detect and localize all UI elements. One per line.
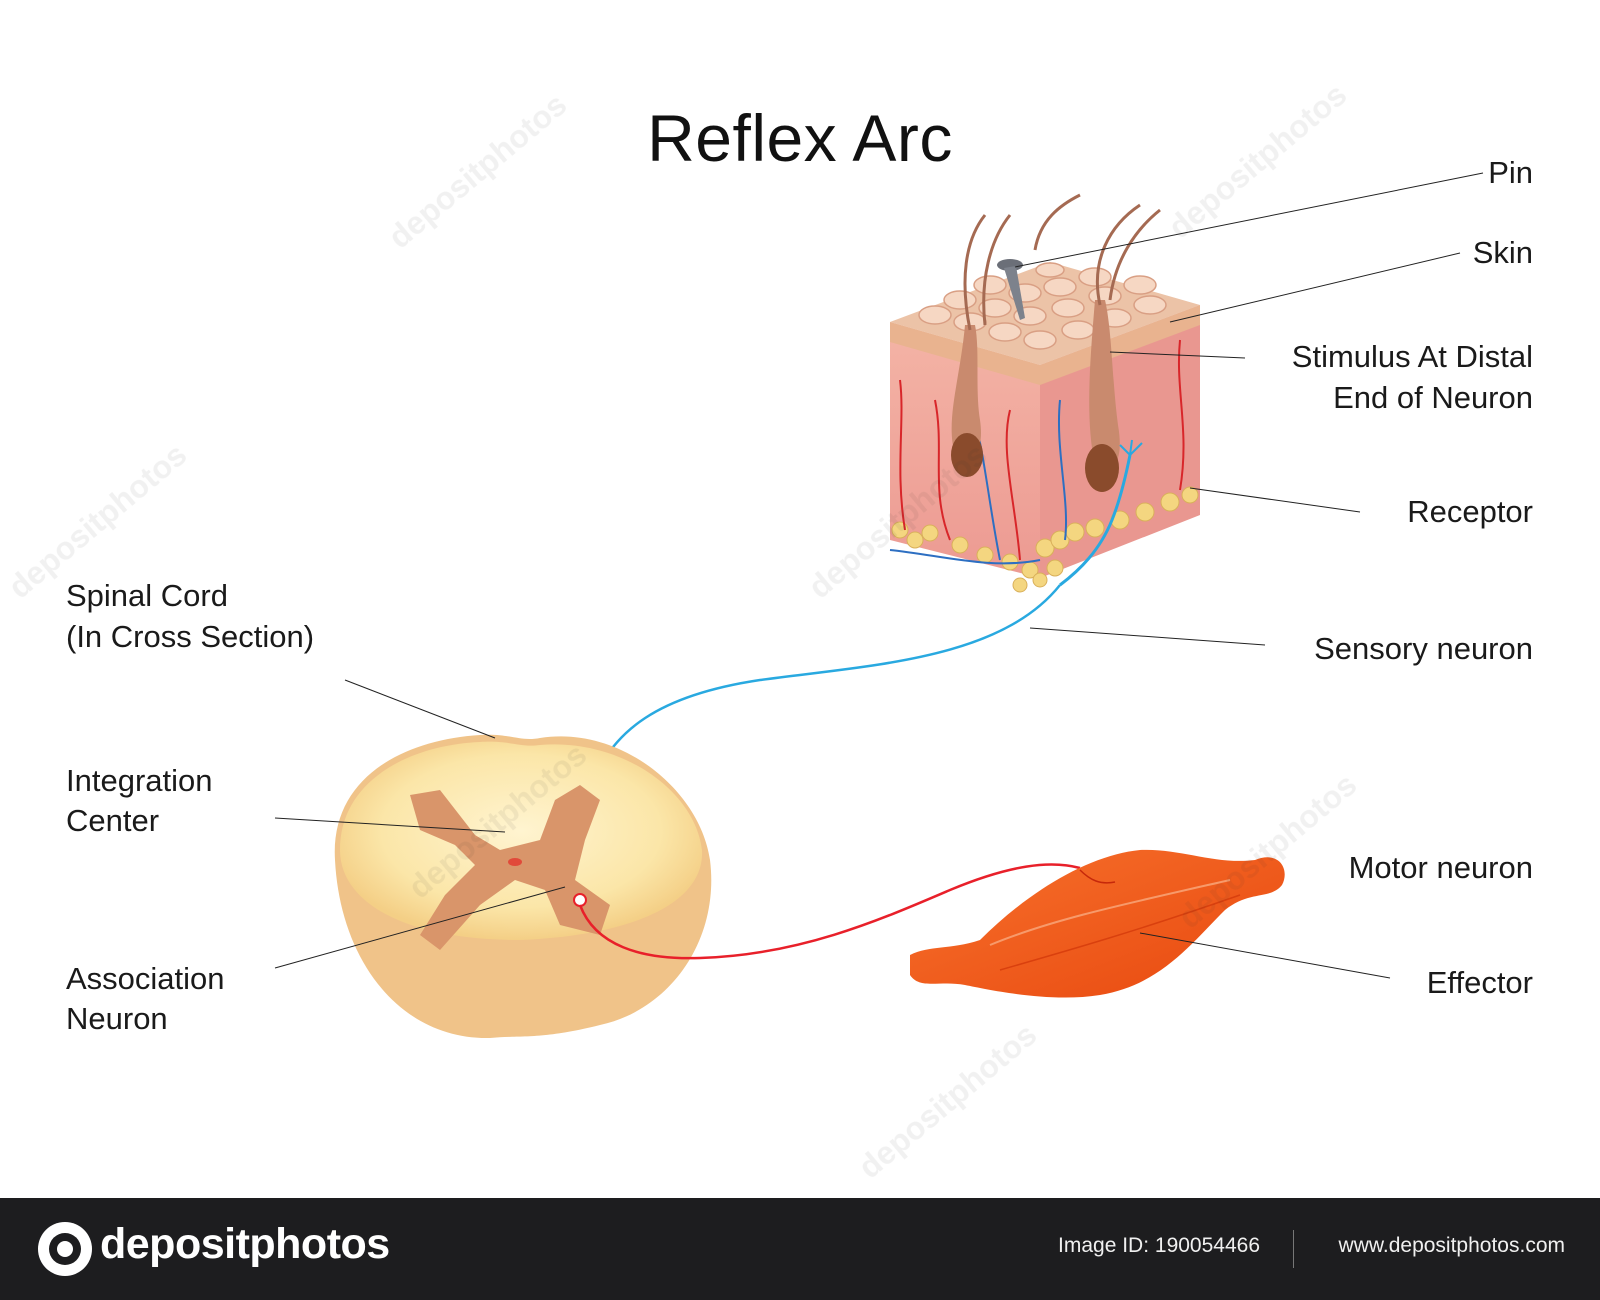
effector-muscle [910,849,1285,998]
svg-text:depositphotos: depositphotos [1171,766,1363,935]
diagram-stage: depositphotos depositphotos depositphoto… [1,76,1533,1185]
association-neuron-body [573,893,587,907]
footer-image-id: Image ID: 190054466 [1058,1234,1260,1257]
leader-skin [1169,252,1461,323]
leader-pin [1014,172,1484,268]
hair-follicles [951,300,1120,492]
footer-bar: depositphotos Image ID: 190054466 www.de… [0,1198,1600,1300]
leader-integration [274,817,506,833]
label-spinal-cord-line1: Spinal Cord [66,578,228,613]
diagram-title: Reflex Arc [647,101,953,175]
leader-spinal-cord [344,679,496,739]
footer-divider [1293,1230,1294,1268]
spinal-white-matter [340,741,703,940]
motor-neuron-path [578,863,1081,960]
footer-website: www.depositphotos.com [1338,1234,1565,1257]
leader-association [274,886,566,969]
svg-text:depositphotos: depositphotos [851,1016,1043,1185]
skin-block [889,193,1200,593]
leader-lines [274,172,1484,979]
skin-right-face [1040,305,1200,578]
pin [997,259,1025,320]
label-stimulus-line2: End of Neuron [1333,380,1533,415]
spinal-cord [334,734,712,1039]
label-spinal-cord-line2: (In Cross Section) [66,619,315,654]
central-canal [508,858,522,866]
leader-sensory [1029,627,1266,646]
camera-logo-icon [38,1222,92,1276]
label-motor-neuron: Motor neuron [1348,850,1533,885]
blood-vessels [889,339,1185,565]
label-integration-line2: Center [66,803,160,838]
hairs [963,193,1161,331]
label-skin: Skin [1472,235,1533,270]
leader-effector [1139,932,1391,979]
leader-receptor [1189,487,1361,513]
epidermis-band [890,305,1200,385]
label-pin: Pin [1488,155,1533,190]
diagram-canvas: depositphotos depositphotos depositphoto… [1,76,1484,1185]
label-receptor: Receptor [1407,494,1533,529]
leader-stimulus [1109,351,1246,359]
label-association-line2: Neuron [66,1001,168,1036]
receptor-nerve-ending [1059,454,1132,587]
label-integration-line1: Integration [66,763,213,798]
spinal-grey-matter [410,785,610,950]
label-stimulus-line1: Stimulus At Distal [1291,339,1533,374]
label-sensory-neuron: Sensory neuron [1314,631,1533,666]
label-association-line1: Association [66,961,225,996]
label-effector: Effector [1426,965,1533,1000]
footer-logo-text: depositphotos [100,1220,390,1268]
